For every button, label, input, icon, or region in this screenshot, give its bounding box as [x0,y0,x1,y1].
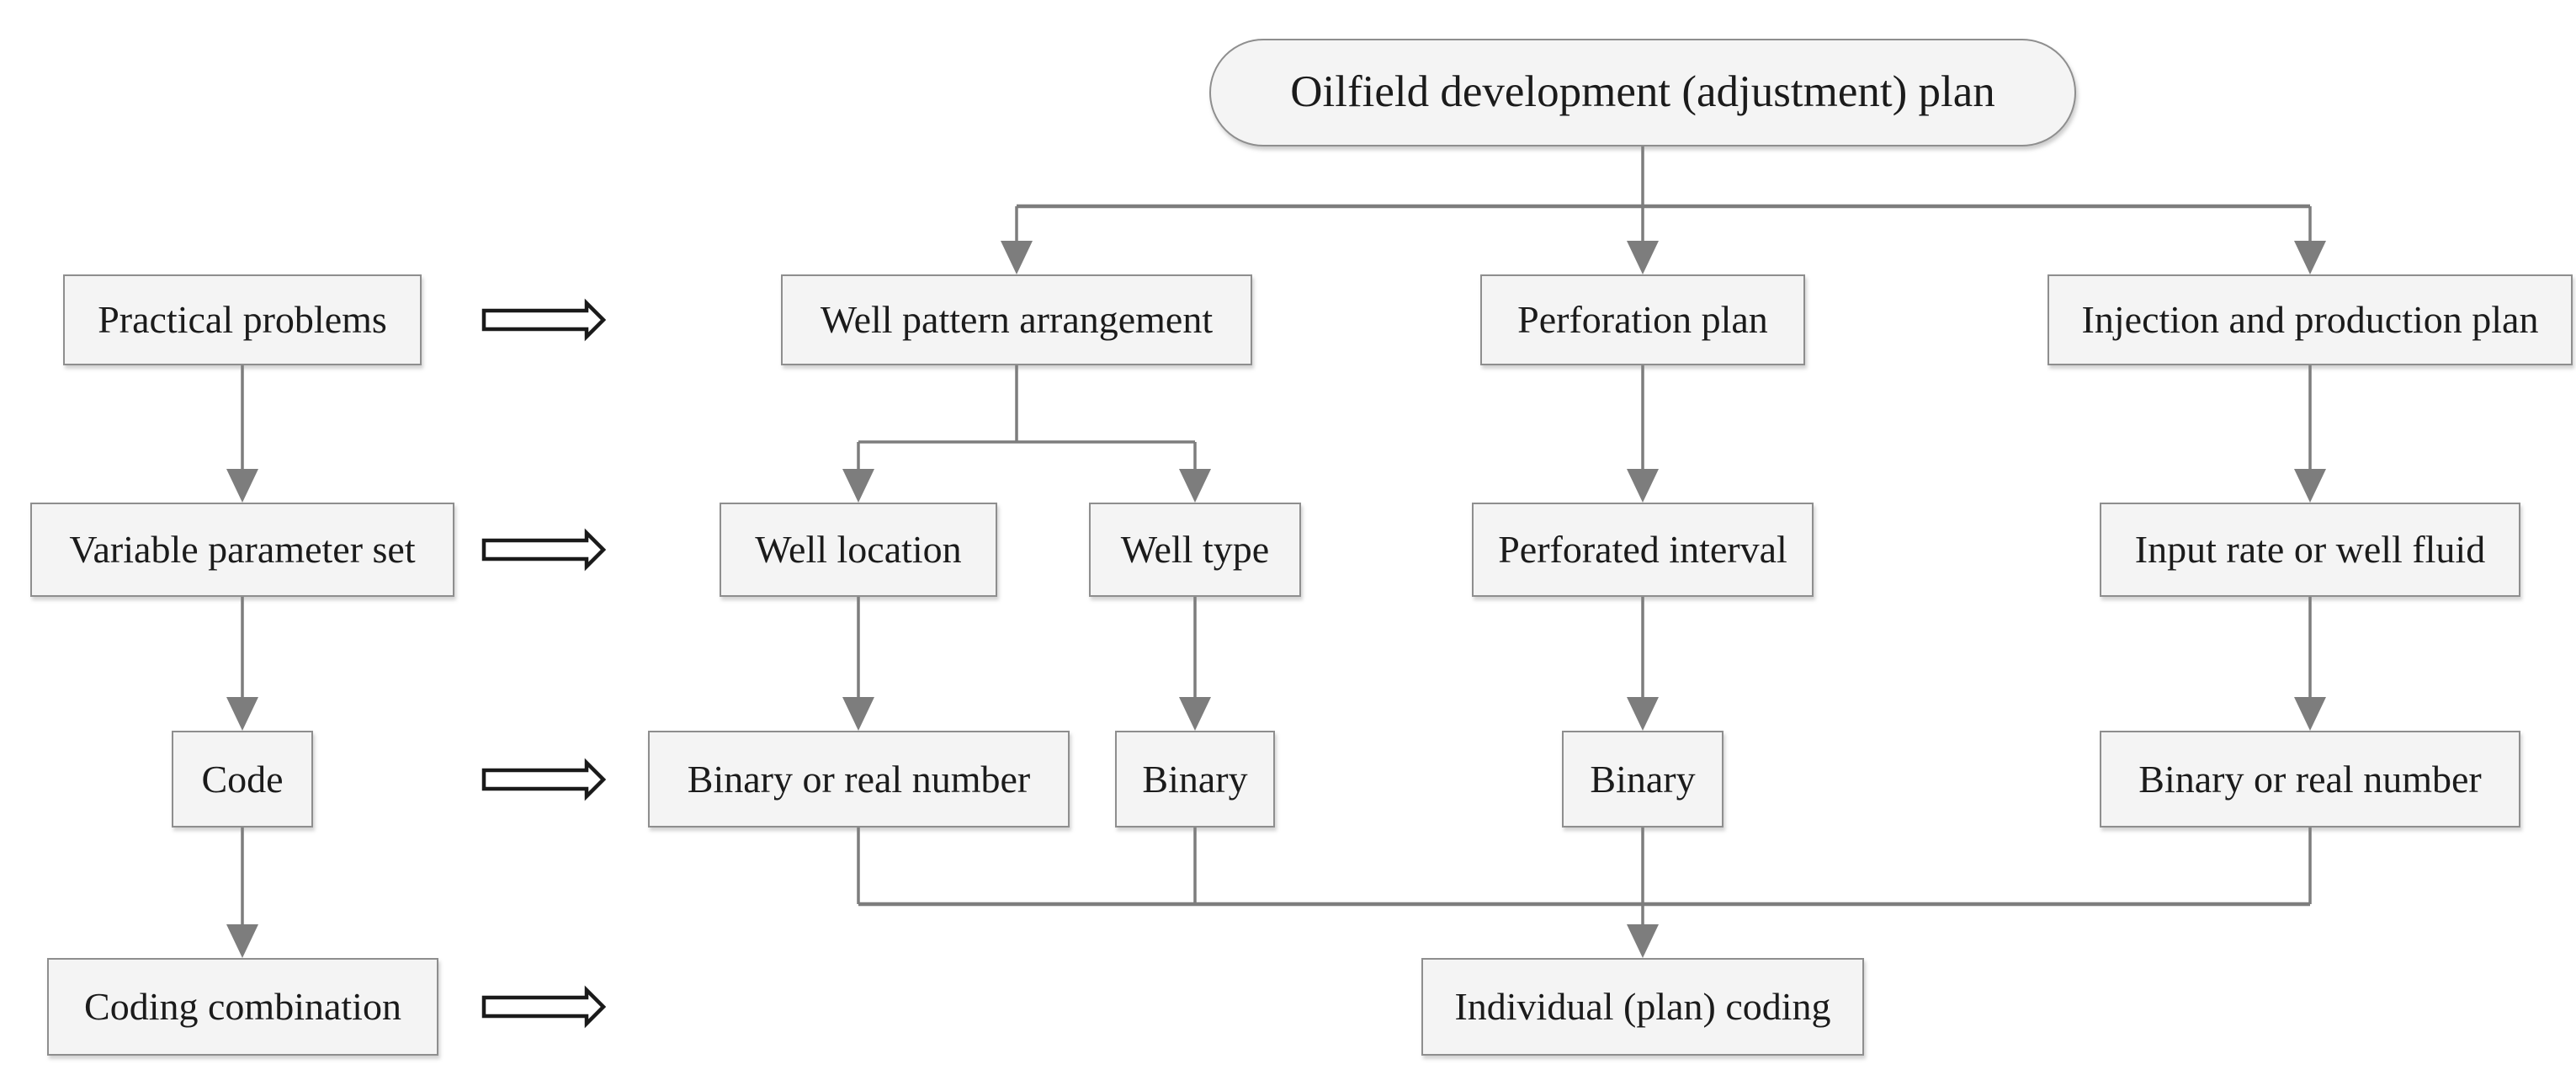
arrowhead-injection [2294,241,2326,274]
node-label: Binary [1142,757,1248,801]
arrowhead-wellpattern [1001,241,1033,274]
node-binary-or-real-right: Binary or real number [2100,731,2520,828]
node-variable-parameter-set: Variable parameter set [30,503,454,597]
arrowhead-coding [226,924,258,958]
node-label: Binary or real number [2138,757,2482,801]
node-label: Well pattern arrangement [820,298,1214,342]
node-label: Binary [1590,757,1696,801]
node-label: Binary or real number [687,757,1031,801]
arrowhead-welllocation [842,469,874,503]
node-label: Input rate or well fluid [2134,528,2486,572]
node-label: Variable parameter set [69,528,416,572]
arrowhead-perforation [1627,241,1659,274]
node-coding-combination: Coding combination [47,958,438,1056]
arrowhead-code [226,697,258,731]
node-well-location: Well location [720,503,997,597]
hollow-right-arrow-row4-icon [481,985,607,1029]
node-binary-or-real-left: Binary or real number [648,731,1070,828]
node-label: Perforated interval [1498,528,1787,572]
node-label: Injection and production plan [2081,298,2539,342]
node-individual-plan-coding: Individual (plan) coding [1421,958,1864,1056]
node-label: Oilfield development (adjustment) plan [1290,67,1995,117]
node-injection-production-plan: Injection and production plan [2048,274,2573,365]
node-label: Perforation plan [1517,298,1768,342]
hollow-right-arrow-row2-icon [481,528,607,572]
arrowhead-binary-mid [1627,697,1659,731]
node-well-pattern-arrangement: Well pattern arrangement [781,274,1252,365]
arrowhead-variable [226,469,258,503]
node-well-type: Well type [1089,503,1301,597]
node-label: Well location [755,528,962,572]
node-label: Coding combination [84,985,401,1029]
node-binary-well-type: Binary [1115,731,1275,828]
node-label: Individual (plan) coding [1454,985,1831,1029]
node-label: Well type [1120,528,1270,572]
arrowhead-individual [1627,924,1659,958]
node-oilfield-development-plan: Oilfield development (adjustment) plan [1209,39,2076,146]
arrowhead-binary-left [1179,697,1211,731]
node-input-rate-well-fluid: Input rate or well fluid [2100,503,2520,597]
arrowhead-interval [1627,469,1659,503]
hollow-right-arrow-row1-icon [481,298,607,342]
arrowhead-binaryreal-left [842,697,874,731]
node-label: Code [201,757,284,801]
node-binary-perforated: Binary [1562,731,1724,828]
node-perforated-interval: Perforated interval [1472,503,1814,597]
hollow-right-arrow-row3-icon [481,758,607,801]
arrowhead-welltype [1179,469,1211,503]
node-practical-problems: Practical problems [63,274,422,365]
node-label: Practical problems [98,298,387,342]
node-code: Code [172,731,313,828]
node-perforation-plan: Perforation plan [1480,274,1805,365]
arrowhead-inputrate [2294,469,2326,503]
arrowhead-binaryreal-right [2294,697,2326,731]
